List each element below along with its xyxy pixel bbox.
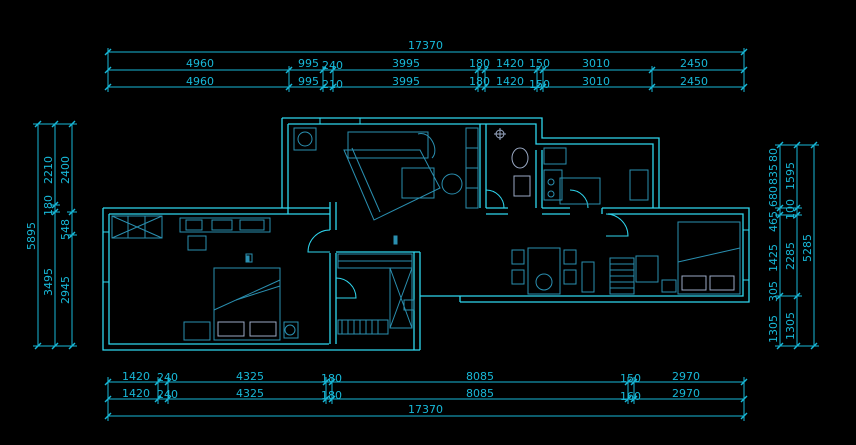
- right-col1-label: 835: [767, 164, 780, 185]
- wall-right-lower: [420, 295, 461, 302]
- bottom-row2-label: 8085: [466, 387, 494, 400]
- right-col1-label: 1305: [767, 315, 780, 343]
- top-row1-label: 4960: [186, 57, 214, 70]
- bottom-row2-label: 240: [157, 388, 178, 401]
- top-row2-label: 3995: [392, 75, 420, 88]
- desk-cabinet: [179, 217, 271, 251]
- left-dimension-lines: [33, 120, 77, 350]
- right-col2-label: 1305: [784, 312, 797, 340]
- wall-partition: [479, 124, 487, 208]
- top-row1-label: 240: [322, 59, 343, 72]
- wall-partition: [535, 150, 543, 208]
- top-row1-label: 1420: [496, 57, 524, 70]
- right-col1-label: 305: [767, 281, 780, 302]
- top-row1-label: 180: [469, 57, 490, 70]
- top-row1-label: 995: [298, 57, 319, 70]
- top-row1-label: 3995: [392, 57, 420, 70]
- bottom-row2-label: 4325: [236, 387, 264, 400]
- wall-upper-outer: [282, 117, 660, 208]
- bottom-row1-label: 8085: [466, 370, 494, 383]
- right-col2-label: 2285: [784, 242, 797, 270]
- dining-table: [511, 247, 595, 295]
- right-col2-label: 100: [784, 199, 797, 220]
- right-dimension-labels: 465 680 835 80 1425 305 1305 1595 100 22…: [767, 148, 814, 343]
- right-col1-label: 465: [767, 211, 780, 232]
- top-dimension-labels: 17370 4960 995 240 3995 180 1420 150 301…: [186, 39, 708, 91]
- left-col1-label: 2210: [42, 156, 55, 184]
- bottom-row1-label: 150: [620, 372, 641, 385]
- top-row1-label: 150: [529, 57, 550, 70]
- right-col2-label: 1595: [784, 162, 797, 190]
- wall-partition: [329, 202, 337, 230]
- left-col2-label: 2400: [59, 156, 72, 184]
- bottom-row2-label: 2970: [672, 387, 700, 400]
- bottom-row2-label: 160: [620, 390, 641, 403]
- door-arc: [307, 229, 331, 253]
- bottom-row1-label: 4325: [236, 370, 264, 383]
- door-arc: [335, 277, 357, 299]
- top-row2-label: 4960: [186, 75, 214, 88]
- top-row2-label: 995: [298, 75, 319, 88]
- windows: [102, 117, 750, 283]
- furniture: [111, 127, 741, 341]
- closet: [337, 253, 415, 335]
- kitchen: [543, 147, 649, 205]
- bottom-row2-label: 1420: [122, 387, 150, 400]
- upper-room-furniture: [343, 127, 479, 221]
- right-col1-label: 80: [767, 148, 780, 162]
- bottom-row1-label: 2970: [672, 370, 700, 383]
- doors: [307, 189, 629, 299]
- top-row1-label: 2450: [680, 57, 708, 70]
- left-col1-label: 180: [42, 195, 55, 216]
- wall-partition: [542, 207, 570, 215]
- top-row2-label: 2450: [680, 75, 708, 88]
- door-arc: [485, 189, 505, 209]
- left-col2-label: 548: [59, 219, 72, 240]
- wardrobe: [111, 215, 163, 239]
- bathroom-fixtures: [494, 128, 531, 197]
- right-dimension-lines: [775, 141, 819, 350]
- right-col1-label: 1425: [767, 244, 780, 272]
- right-col3-label: 5285: [801, 234, 814, 262]
- top-dimension-lines: [104, 48, 748, 92]
- wall-upper-inner: [288, 123, 654, 208]
- top-row1-label: 3010: [582, 57, 610, 70]
- bottom-row1-label: 240: [157, 371, 178, 384]
- left-dimension-labels: 5895 2210 180 3495 2400 548 2945: [25, 156, 72, 304]
- top-row2-label: 180: [469, 75, 490, 88]
- bottom-overall-label: 17370: [408, 403, 443, 416]
- door-arc: [569, 189, 589, 209]
- bottom-dimension-lines: [104, 377, 748, 421]
- bottom-row2-label: 180: [321, 389, 342, 402]
- bottom-dimension-labels: 1420 240 4325 180 8085 150 2970 1420 240…: [122, 370, 700, 416]
- bottom-row1-label: 1420: [122, 370, 150, 383]
- left-overall-label: 5895: [25, 222, 38, 250]
- top-row2-label: 210: [322, 78, 343, 91]
- left-col1-label: 3495: [42, 268, 55, 296]
- bed: [183, 253, 299, 341]
- top-row2-label: 3010: [582, 75, 610, 88]
- top-overall-label: 17370: [408, 39, 443, 52]
- right-col1-label: 680: [767, 186, 780, 207]
- top-row2-label: 1420: [496, 75, 524, 88]
- right-bedroom: [609, 221, 741, 295]
- top-row2-label: 150: [529, 78, 550, 91]
- left-col2-label: 2945: [59, 276, 72, 304]
- wall-upper-left: [281, 118, 289, 214]
- washer: [293, 127, 317, 151]
- bottom-row1-label: 180: [321, 372, 342, 385]
- door-arc: [605, 213, 629, 237]
